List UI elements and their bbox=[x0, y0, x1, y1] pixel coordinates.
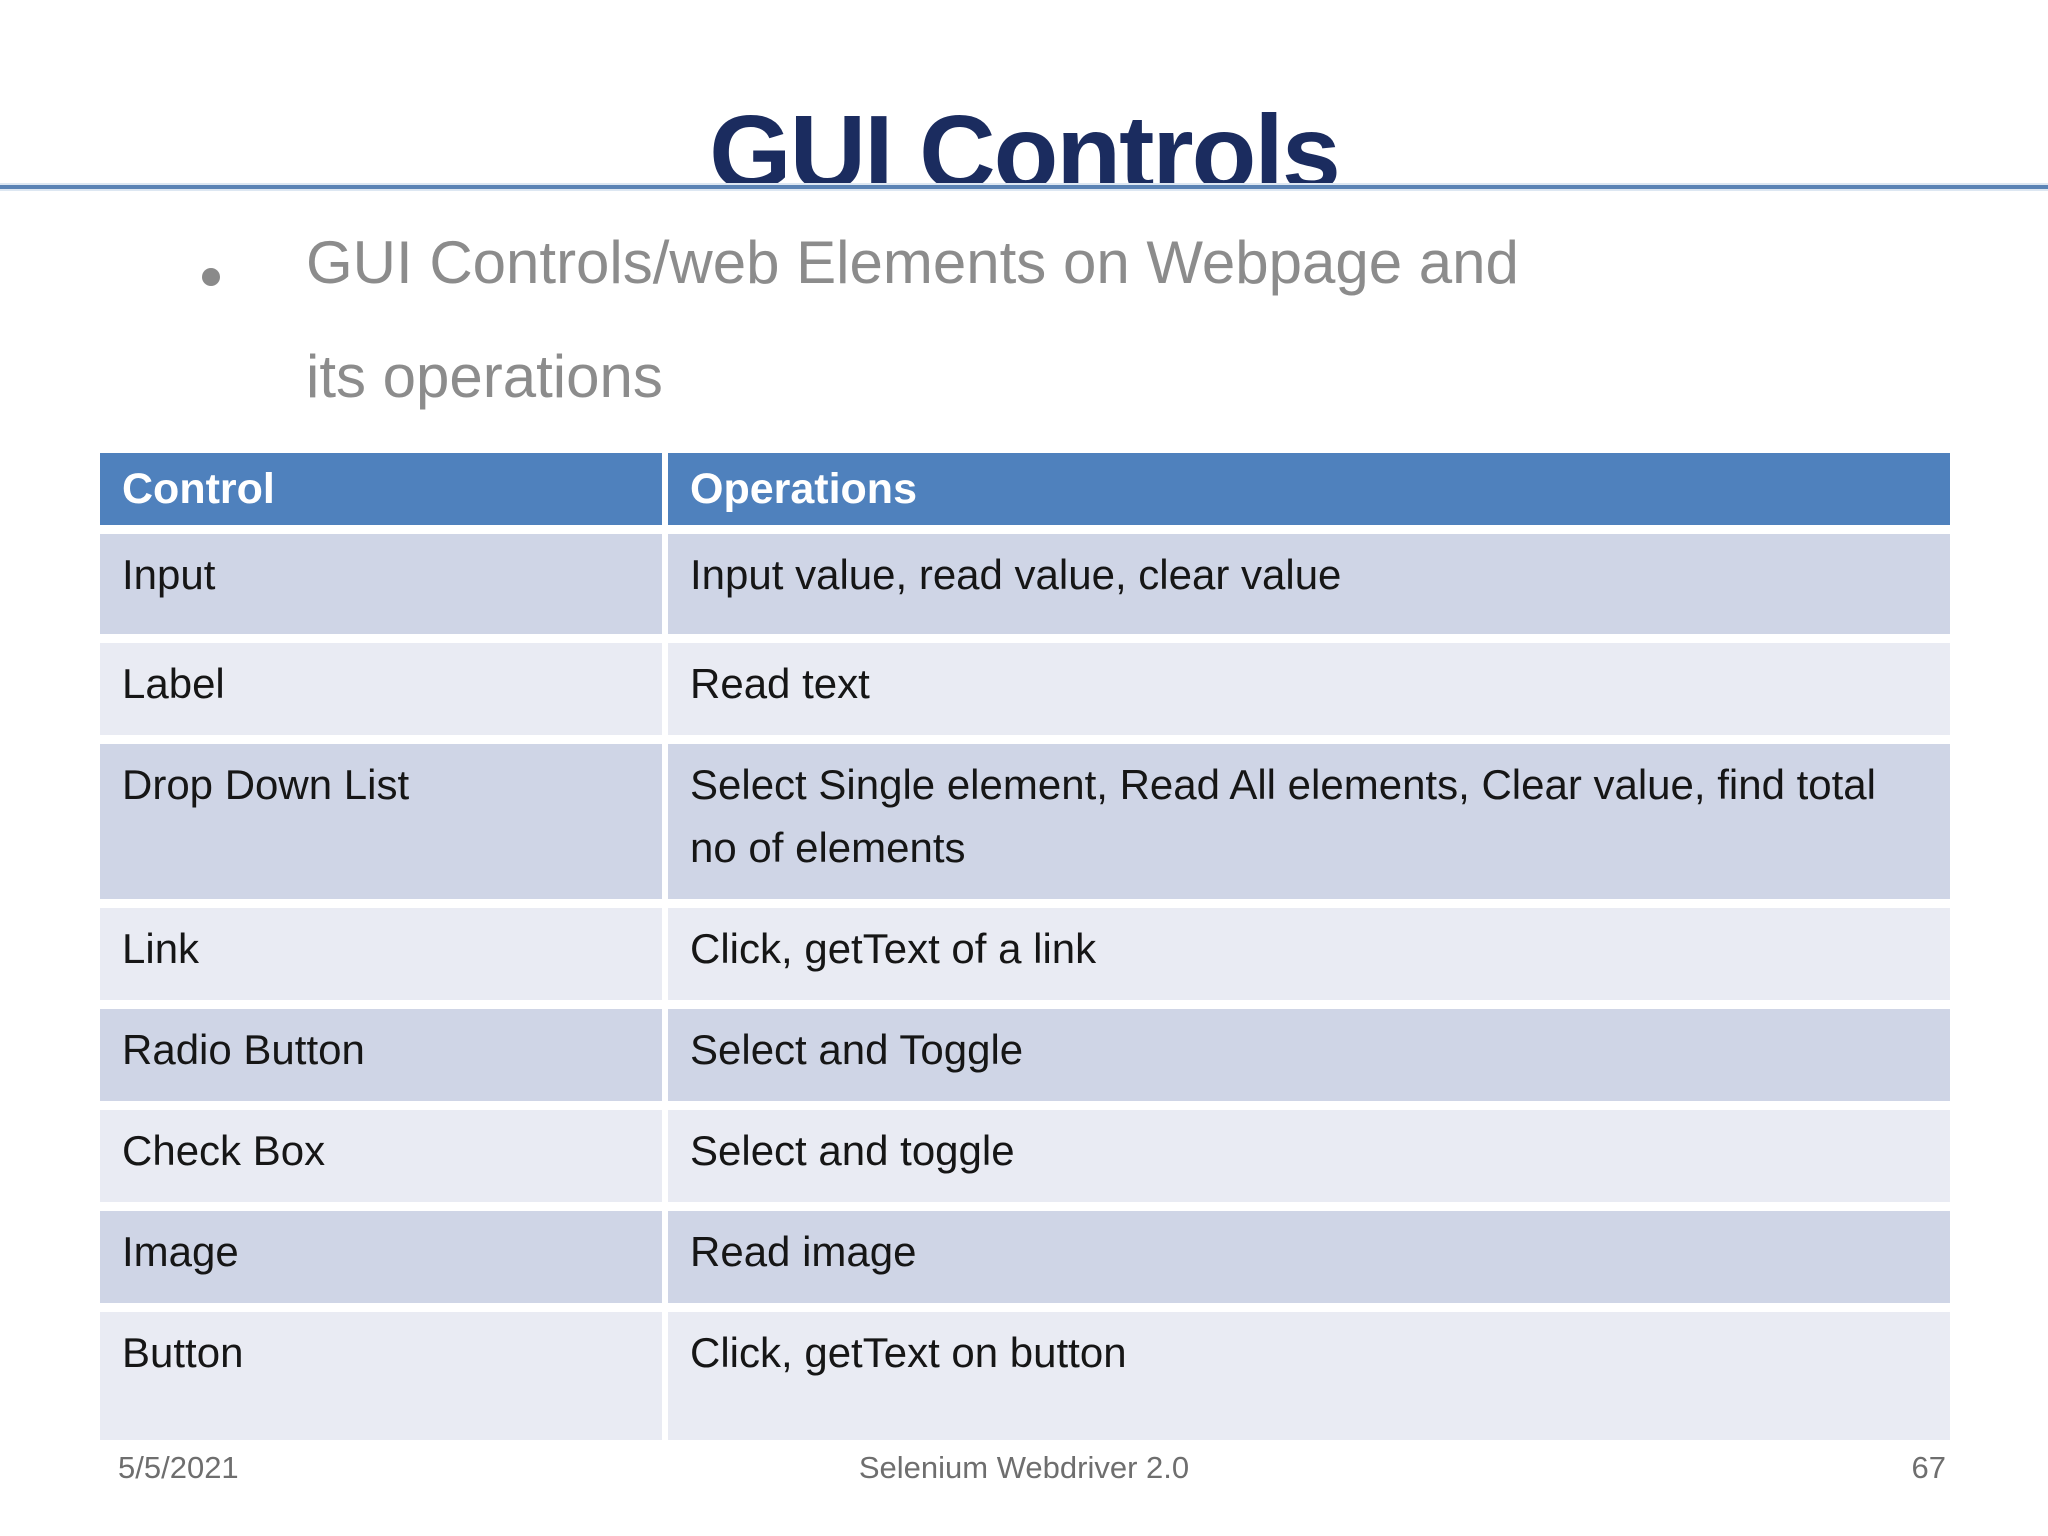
operations-cell: Select and Toggle bbox=[668, 1009, 1950, 1101]
column-header-control: Control bbox=[100, 453, 668, 525]
bullet-item: GUI Controls/web Elements on Webpage and… bbox=[202, 206, 1532, 434]
table-header: Control Operations bbox=[100, 453, 1950, 525]
operations-cell: Click, getText on button bbox=[668, 1312, 1950, 1440]
control-cell: Input bbox=[100, 534, 668, 634]
control-cell: Image bbox=[100, 1211, 668, 1303]
table-header-row: Control Operations bbox=[100, 453, 1950, 525]
operations-cell: Select and toggle bbox=[668, 1110, 1950, 1202]
footer-page-number: 67 bbox=[1911, 1450, 1946, 1485]
operations-cell: Select Single element, Read All elements… bbox=[668, 744, 1950, 899]
control-cell: Drop Down List bbox=[100, 744, 668, 899]
control-cell: Radio Button bbox=[100, 1009, 668, 1101]
control-cell: Link bbox=[100, 908, 668, 1000]
operations-cell: Read text bbox=[668, 643, 1950, 735]
operations-cell: Input value, read value, clear value bbox=[668, 534, 1950, 634]
footer-date: 5/5/2021 bbox=[118, 1450, 239, 1485]
control-cell: Button bbox=[100, 1312, 668, 1440]
bullet-text: GUI Controls/web Elements on Webpage and… bbox=[306, 229, 1519, 410]
column-header-operations: Operations bbox=[668, 453, 1950, 525]
bullet-icon bbox=[202, 268, 220, 286]
footer-deck-title: Selenium Webdriver 2.0 bbox=[858, 1450, 1190, 1485]
operations-cell: Read image bbox=[668, 1211, 1950, 1303]
title-divider bbox=[0, 185, 2048, 189]
page-title: GUI Controls bbox=[709, 94, 1341, 213]
control-cell: Check Box bbox=[100, 1110, 668, 1202]
control-cell: Label bbox=[100, 643, 668, 735]
operations-cell: Click, getText of a link bbox=[668, 908, 1950, 1000]
